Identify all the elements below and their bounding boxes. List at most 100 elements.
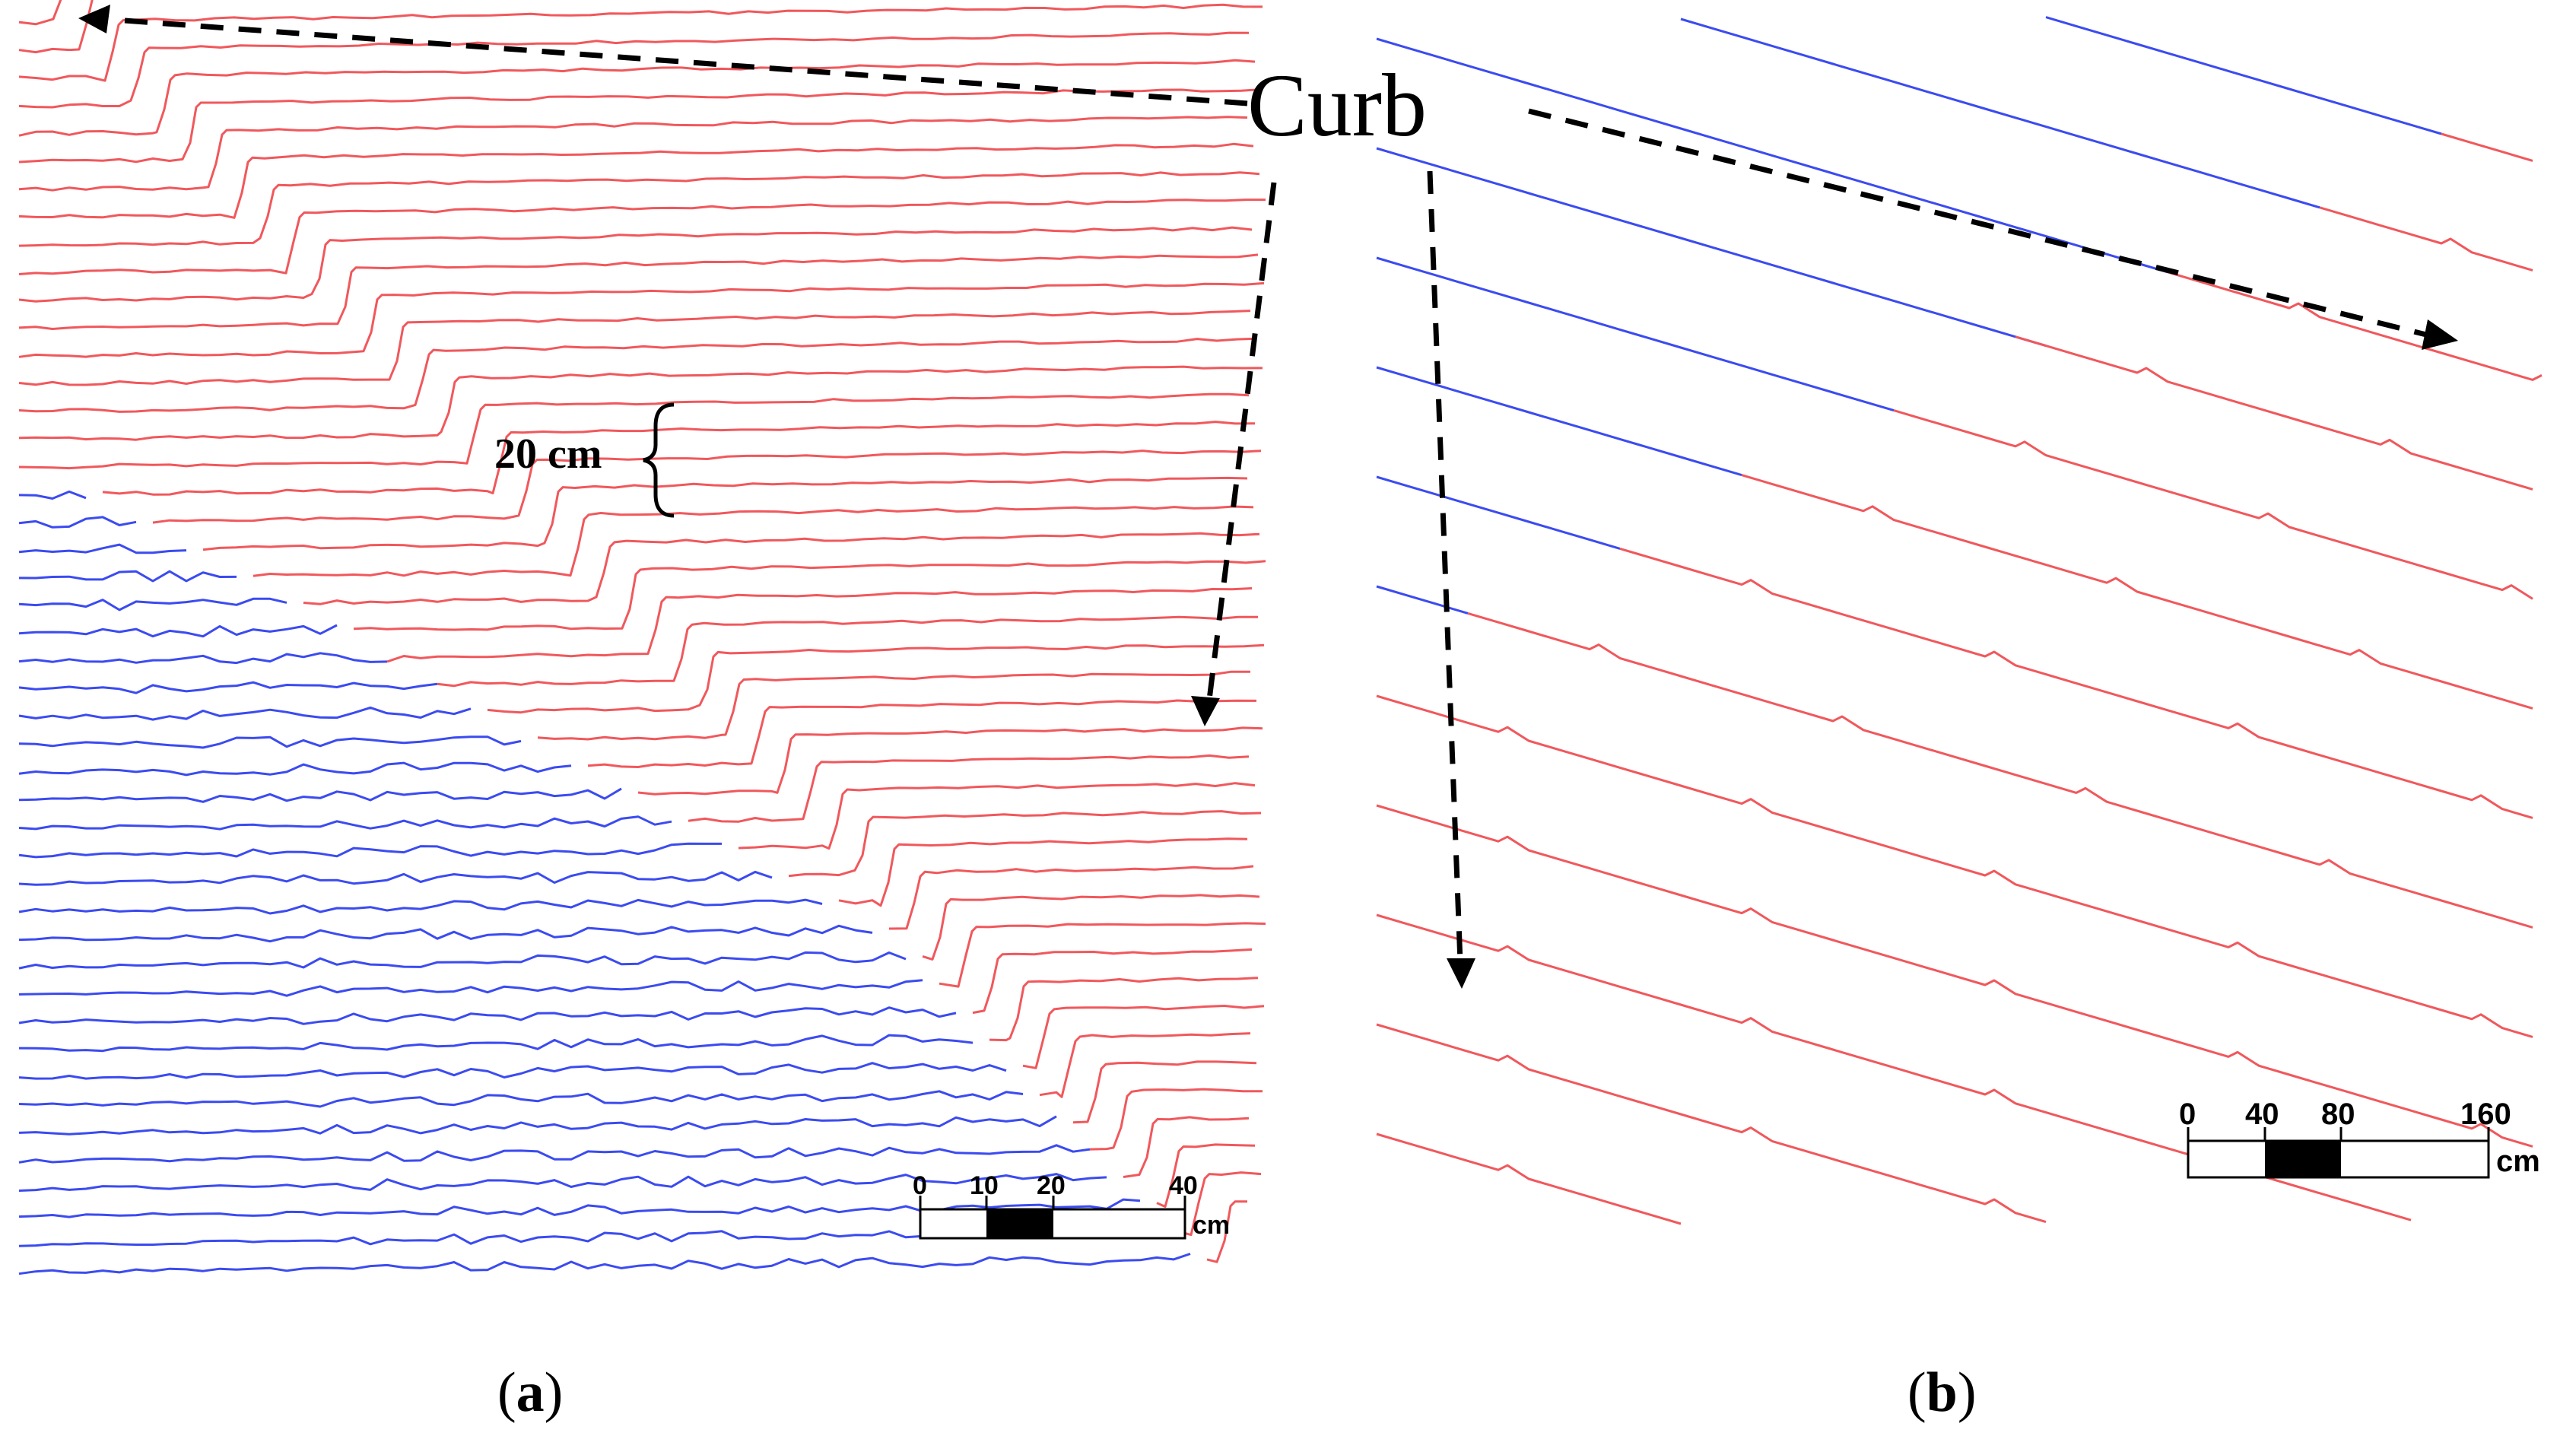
scanline-a-above-curb (838, 837, 1248, 907)
arrow-down-panel-b (1427, 170, 1463, 963)
scanline-b-below-curb (1376, 256, 1895, 412)
scanline-b-above-curb (1741, 474, 2533, 710)
scanline-a-above-curb (18, 281, 1265, 358)
scanline-a-below-curb (18, 1173, 1107, 1192)
scanline-a-above-curb (18, 199, 1266, 275)
caption-b-close: ) (1958, 1361, 1977, 1424)
scanline-b-below-curb (1376, 366, 1742, 477)
scanline-a-above-curb (1123, 1116, 1250, 1178)
scanline-a-above-curb (353, 560, 1266, 631)
scanline-a-below-curb (18, 787, 622, 803)
scale-bar-b-tick-label: 40 (2245, 1098, 2279, 1131)
scale-bar-b: 0 40 80 160 cm (2179, 1098, 2540, 1179)
scanline-a-above-curb (1173, 1171, 1262, 1237)
scanline-a-above-curb (637, 726, 1263, 796)
scanline-b-above-curb (1619, 547, 2533, 819)
arrowhead-top-left (78, 5, 110, 33)
scanline-a-below-curb (18, 735, 522, 749)
scale-bar-a-tick-label: 0 (913, 1171, 927, 1200)
scanline-b-above-curb (2015, 335, 2533, 491)
scale-bar-a: 0 10 20 40 cm (913, 1171, 1230, 1240)
scale-bar-b-segment (2265, 1141, 2341, 1177)
scanline-a-above-curb (989, 977, 1259, 1042)
caption-a-open: ( (497, 1361, 516, 1424)
scanline-a-above-curb (18, 31, 1250, 109)
scanline-a-below-curb (18, 1253, 1191, 1275)
caption-a-close: ) (545, 1361, 564, 1424)
scanline-a-above-curb (888, 865, 1254, 930)
scanline-a-above-curb (18, 59, 1256, 137)
scanline-a-above-curb (1206, 1200, 1248, 1263)
scanline-a-below-curb (18, 1062, 1007, 1080)
scanline-a-below-curb (18, 490, 87, 500)
scanline-b-above-curb (1376, 804, 2533, 1148)
arrowhead-panel-a (1191, 696, 1220, 726)
scanline-a-below-curb (18, 842, 722, 859)
scale-bar-a-tick-label: 10 (970, 1171, 999, 1200)
scanline-a-above-curb (152, 449, 1262, 524)
scale-bar-a-tick-label: 40 (1169, 1171, 1198, 1200)
arrow-down-panel-a (1206, 182, 1277, 700)
caption-a: (a) (497, 1361, 563, 1424)
scanline-a-below-curb (18, 681, 438, 694)
scanline-a-below-curb (18, 1006, 957, 1025)
arrowhead-panel-b-right (2422, 319, 2458, 350)
scale-bar-a-tick-label: 20 (1037, 1171, 1066, 1200)
scanline-a-below-curb (18, 516, 137, 529)
scanline-b-below-curb (1376, 147, 2047, 348)
scanline-a-below-curb (18, 597, 287, 611)
scanline-b-below-curb (1376, 585, 1469, 615)
scanline-a-below-curb (18, 1090, 1024, 1108)
scanline-b-above-curb (1376, 1132, 1682, 1225)
scanline-a-above-curb (1089, 1088, 1263, 1151)
scanline-a-above-curb (18, 337, 1257, 413)
arrow-to-top-left (113, 17, 1248, 106)
scanline-b-above-curb (1467, 611, 2533, 929)
scanline-a-below-curb (18, 706, 472, 721)
scanline-a-above-curb (738, 782, 1256, 850)
scanline-a-above-curb (18, 116, 1248, 192)
scanline-b-above-curb (2319, 206, 2533, 272)
scanline-a-below-curb (18, 951, 907, 970)
scanline-a-below-curb (18, 1198, 1141, 1218)
scanline-b-above-curb (1376, 694, 2533, 1038)
scanline-a-above-curb (18, 171, 1260, 247)
scanline-a-below-curb (18, 979, 923, 997)
caption-b: (b) (1907, 1361, 1976, 1424)
scanline-a-below-curb (18, 870, 773, 886)
scanline-a-above-curb (18, 365, 1263, 441)
scale-bar-a-unit: cm (1193, 1211, 1230, 1240)
scanline-b-below-curb (2045, 16, 2442, 135)
panel-gap (1269, 0, 1375, 1293)
scanline-a-below-curb (18, 761, 572, 777)
scanline-a-above-curb (18, 88, 1262, 164)
scale-bar-b-unit: cm (2496, 1145, 2540, 1178)
curb-label: Curb (1247, 56, 1427, 155)
scanline-a-above-curb (253, 505, 1254, 577)
scale-bar-b-tick-label: 160 (2460, 1098, 2511, 1131)
scanline-a-above-curb (1039, 1032, 1251, 1098)
scanline-a-above-curb (437, 615, 1259, 688)
scanline-a-below-curb (18, 1034, 974, 1053)
scanline-b-above-curb (1376, 1023, 2047, 1224)
caption-b-letter: b (1926, 1361, 1958, 1424)
arrow-to-right-panel-b (1528, 108, 2427, 338)
scanline-a-above-curb (18, 392, 1250, 470)
scanline-a-below-curb (18, 570, 237, 583)
caption-a-letter: a (516, 1361, 545, 1424)
scanline-a-below-curb (18, 543, 187, 554)
scanline-a-below-curb (18, 624, 338, 638)
scanline-a-above-curb (18, 310, 1251, 386)
caption-b-open: ( (1907, 1361, 1926, 1424)
scanline-a-above-curb (1022, 1005, 1265, 1069)
scale-bar-b-tick-label: 0 (2179, 1098, 2196, 1131)
scanline-a-above-curb (1072, 1060, 1257, 1124)
spacing-label: 20 cm (494, 430, 602, 478)
scanline-a-above-curb (18, 3, 1263, 82)
scanline-a-above-curb (303, 532, 1260, 605)
panel-b-scanlines (1269, 0, 2543, 1293)
scanline-a-below-curb (18, 898, 823, 915)
scanline-a-above-curb (788, 810, 1262, 878)
scanline-a-above-curb (1156, 1143, 1256, 1208)
